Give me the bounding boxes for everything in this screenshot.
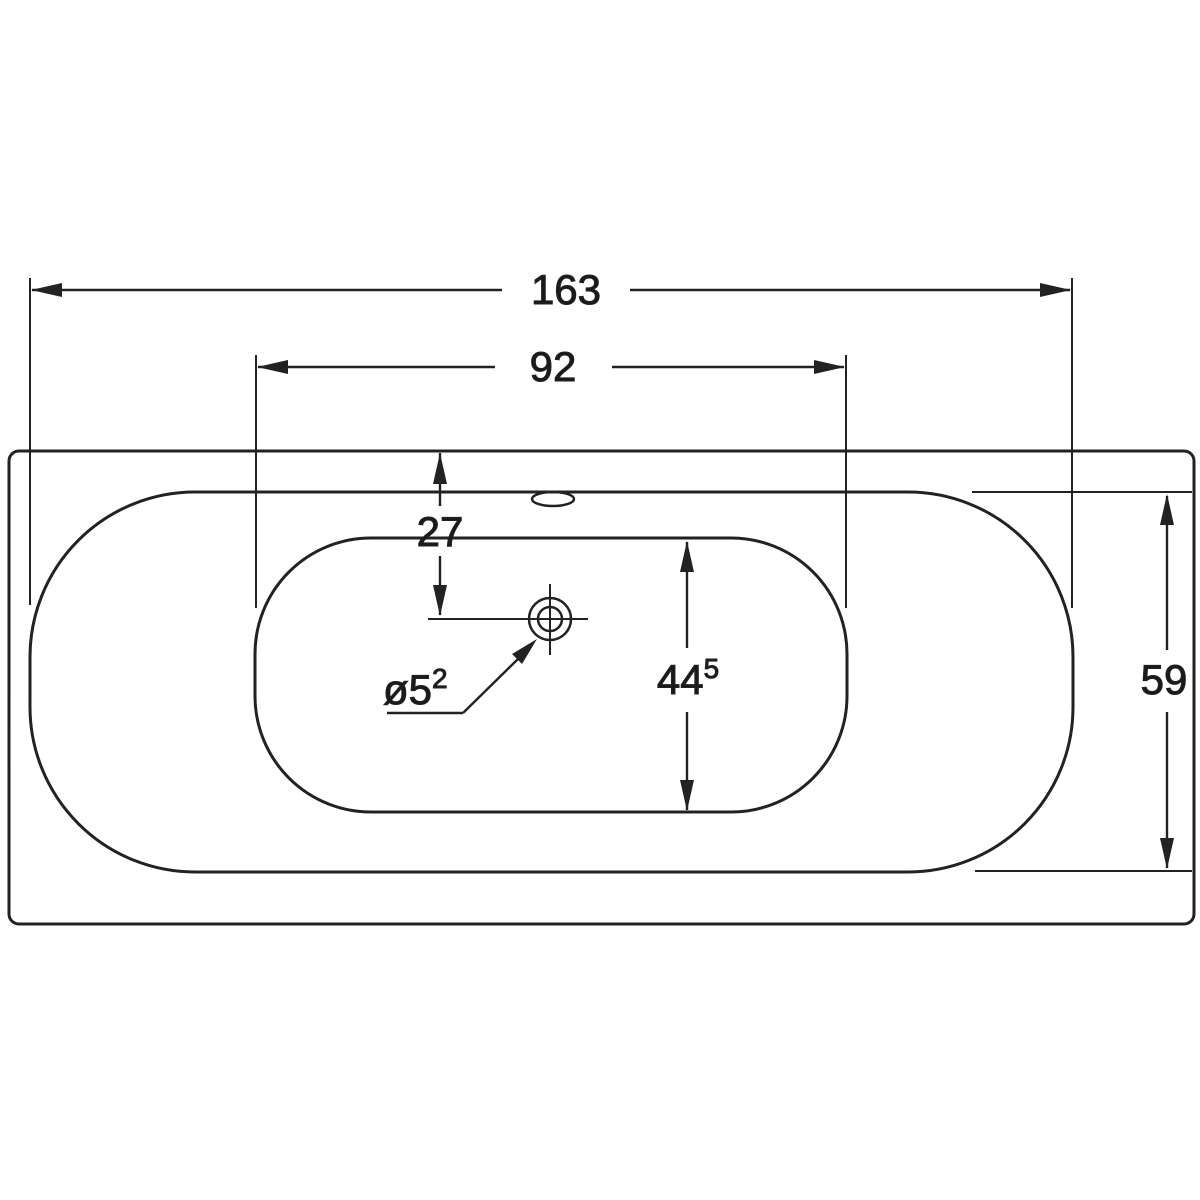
- arrowhead-down: [1160, 838, 1174, 869]
- dim-floor-width: 445: [656, 541, 720, 811]
- tub-floor: [253, 536, 849, 814]
- dim-label-floor-width: 445: [657, 653, 719, 703]
- bathtub-outline: [7, 449, 1196, 926]
- arrowhead-left: [31, 283, 62, 297]
- arrowhead-right: [814, 360, 845, 374]
- dim-label-drain-offset: 27: [417, 508, 464, 555]
- tub-rim: [28, 490, 1075, 874]
- arrowhead-left: [257, 360, 288, 374]
- leader-line: [462, 657, 520, 714]
- dim-label-drain-diameter: ø52: [383, 663, 448, 713]
- dim-label-overall-width: 59: [1141, 656, 1188, 703]
- dimension-annotations: 163 92 27: [29, 266, 1192, 872]
- arrowhead-down: [433, 585, 447, 616]
- arrowhead-right: [1040, 283, 1071, 297]
- dim-drain-offset: 27: [416, 453, 464, 616]
- dim-label-overall-length: 163: [531, 266, 601, 313]
- dim-floor-length: 92: [255, 343, 847, 608]
- dim-overall-length: 163: [29, 266, 1073, 608]
- arrowhead-up: [680, 541, 694, 572]
- drain-hole: [428, 584, 588, 655]
- overflow-slot: [530, 490, 576, 508]
- dim-drain-diameter: ø52: [383, 639, 537, 715]
- dim-overall-width: 59: [972, 491, 1192, 872]
- tub-outer-edge: [7, 449, 1196, 926]
- dim-label-floor-length: 92: [530, 343, 577, 390]
- arrowhead-down: [680, 780, 694, 811]
- arrowhead-up: [1160, 494, 1174, 525]
- arrowhead-up: [433, 453, 447, 484]
- arrowhead-leader: [512, 639, 537, 664]
